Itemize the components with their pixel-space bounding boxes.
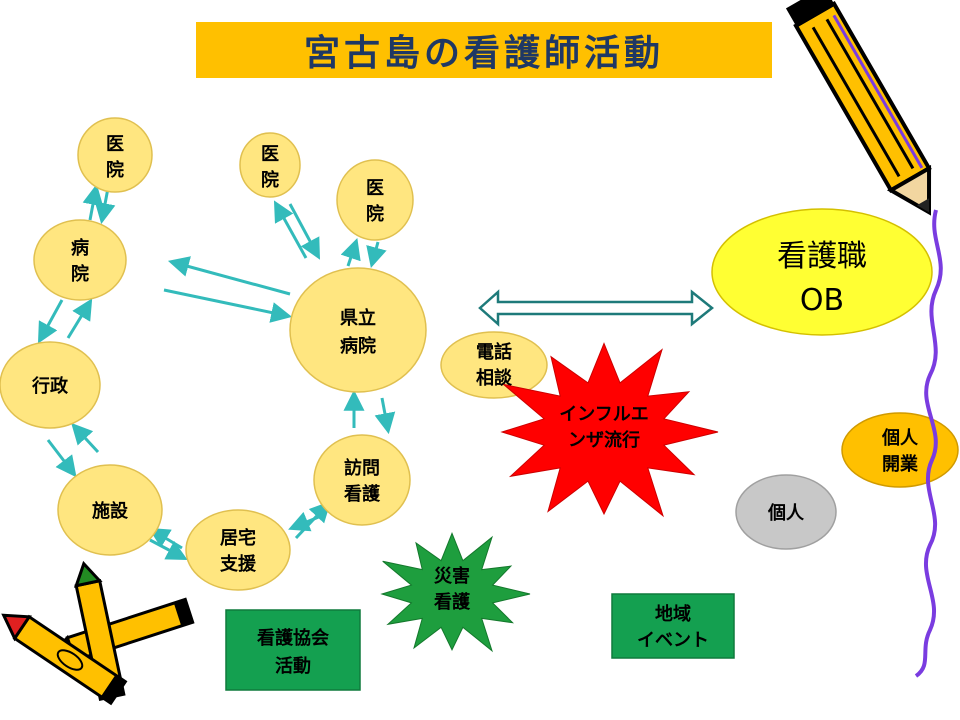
box-association-line1: 看護協会 [256, 627, 329, 649]
title-banner: 宮古島の看護師活動 [196, 22, 772, 78]
node-home-support-line1: 居宅 [220, 527, 256, 549]
arrow-pref-to-clinic-mid [273, 200, 308, 259]
arrow-clinic-mid-to-pref [288, 203, 320, 260]
node-clinic-right: 医 院 [336, 159, 414, 241]
node-hospital-line1: 病 [71, 237, 89, 259]
arrow-facility-to-admin [71, 422, 100, 454]
arrow-hospital-to-clinic [82, 183, 104, 221]
starburst-influenza: インフルエ ンザ流行 [500, 342, 719, 518]
node-hospital-line2: 院 [71, 263, 89, 285]
node-clinic-right-line2: 院 [366, 203, 384, 225]
arrow-admin-to-hospital [66, 298, 93, 339]
node-prefectural-hospital: 県立 病院 [289, 267, 427, 393]
node-clinic-mid-line1: 医 [261, 144, 279, 165]
node-prefectural-hospital-line2: 病院 [340, 335, 376, 357]
node-clinic-left-line1: 医 [106, 134, 124, 155]
node-visiting-nursing: 訪問 看護 [313, 434, 411, 526]
box-association-activity: 看護協会 活動 [225, 609, 361, 691]
connector-arrows [37, 183, 396, 560]
node-visiting-nursing-line1: 訪問 [344, 457, 380, 479]
node-nursing-ob: 看護職 OB [711, 208, 933, 336]
arrow-pref-to-hospital [167, 256, 291, 296]
box-community-event-line1: 地域 [655, 603, 691, 625]
arrow-visiting-to-home [288, 511, 327, 532]
pencil-icon [785, 0, 932, 216]
node-individual-practice-line1: 個人 [881, 428, 919, 449]
starburst-disaster-line2: 看護 [433, 591, 471, 613]
purple-squiggle-line [914, 209, 943, 678]
starburst-influenza-line1: インフルエ [559, 404, 648, 425]
node-individual-label: 個人 [767, 503, 805, 524]
node-facility: 施設 [57, 464, 163, 556]
arrow-clinic-right-to-pref [366, 241, 387, 269]
arrow-clinic-to-hospital [94, 187, 116, 225]
node-hospital: 病 院 [33, 219, 127, 301]
node-administration-label: 行政 [31, 375, 69, 397]
node-clinic-mid-line2: 院 [261, 169, 279, 191]
node-clinic-left: 医 院 [77, 117, 153, 193]
node-individual-practice: 個人 開業 [841, 412, 959, 488]
node-individual: 個人 [735, 474, 837, 550]
arrow-pref-to-clinic-right [340, 238, 361, 267]
box-community-event: 地域 イベント [611, 593, 735, 659]
arrow-hospital-to-pref [163, 288, 293, 323]
arrow-facility-to-home [149, 538, 188, 560]
node-clinic-mid: 医 院 [239, 132, 301, 198]
node-individual-practice-line2: 開業 [882, 453, 919, 475]
node-phone-consult-line2: 相談 [476, 367, 513, 389]
double-arrow-pref-ob [478, 289, 715, 327]
node-phone-consult-line1: 電話 [476, 341, 512, 363]
crayons-icon [1, 560, 195, 706]
box-association-line2: 活動 [275, 655, 311, 677]
node-facility-label: 施設 [92, 500, 129, 522]
arrow-admin-to-facility [46, 439, 77, 478]
box-community-event-line2: イベント [637, 630, 709, 651]
node-nursing-ob-line2: OB [800, 283, 844, 318]
node-visiting-nursing-line2: 看護 [343, 483, 381, 505]
page-title: 宮古島の看護師活動 [303, 33, 664, 74]
node-phone-consult: 電話 相談 [440, 331, 548, 399]
node-administration: 行政 [0, 341, 101, 429]
arrow-pref-to-visiting [374, 397, 396, 435]
node-prefectural-hospital-line1: 県立 [340, 307, 376, 329]
arrow-home-to-facility [148, 527, 183, 550]
node-home-support: 居宅 支援 [185, 509, 291, 591]
arrow-hospital-to-admin [37, 299, 64, 344]
starburst-disaster: 災害 看護 [380, 531, 531, 653]
starburst-influenza-line2: ンザ流行 [568, 429, 640, 451]
node-clinic-left-line2: 院 [106, 159, 124, 181]
node-home-support-line2: 支援 [219, 553, 257, 575]
node-nursing-ob-line1: 看護職 [777, 239, 867, 274]
starburst-disaster-line1: 災害 [434, 565, 470, 587]
node-clinic-right-line1: 医 [366, 178, 384, 199]
